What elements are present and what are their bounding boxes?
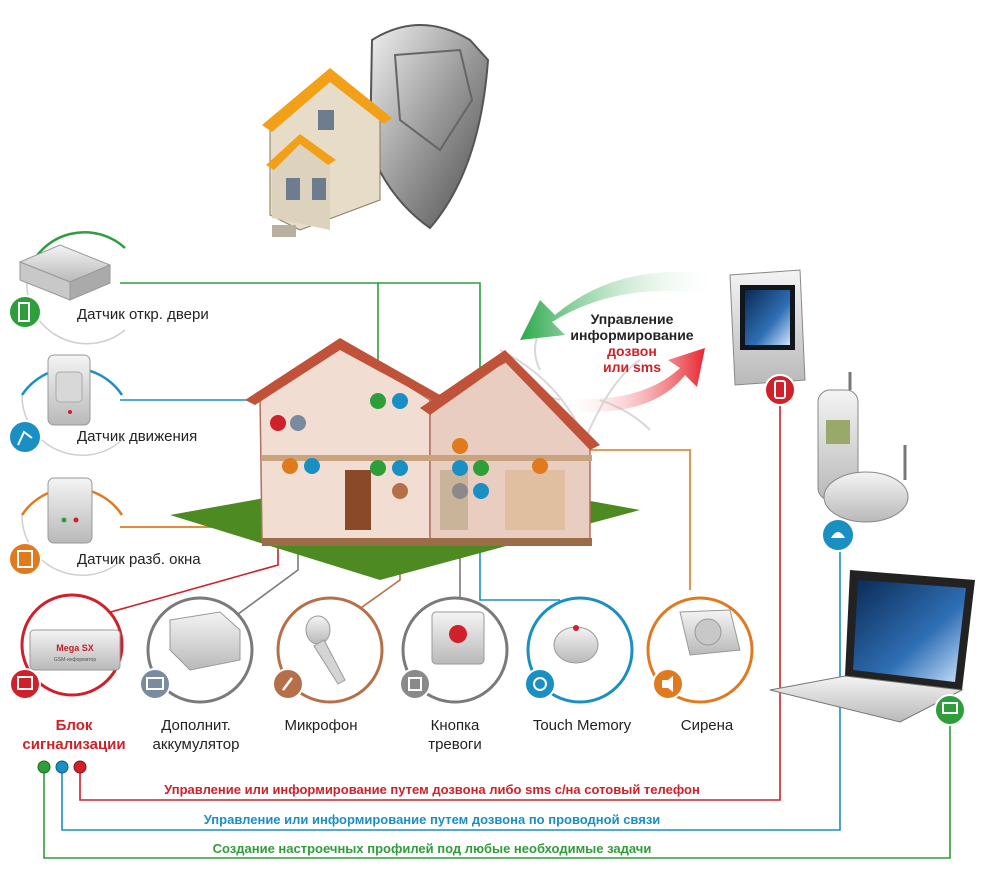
house-icon-touch xyxy=(473,483,489,499)
house-icons xyxy=(270,393,548,499)
line-profiles xyxy=(43,712,951,859)
management-arrows xyxy=(520,271,720,412)
door-sensor-label: Датчик откр. двери xyxy=(77,306,209,323)
battery-label: Дополнит. аккумулятор xyxy=(152,717,240,753)
unit-brand: Mega SX xyxy=(56,643,94,653)
house-icon-button xyxy=(452,483,468,499)
protected-house-illustration xyxy=(262,24,490,237)
unit-sub: GSM-информатор xyxy=(54,657,96,663)
house-icon-door-2 xyxy=(370,460,386,476)
motion-sensor-label: Датчик движения xyxy=(77,428,198,445)
alarm-button-device xyxy=(399,596,509,704)
microphone-device xyxy=(272,596,384,704)
laptop xyxy=(769,570,975,726)
window-sensor xyxy=(8,477,124,577)
house-icon-unit xyxy=(270,415,286,431)
motion-sensor xyxy=(8,354,124,457)
profiles-icon xyxy=(934,694,966,726)
control-unit-device: Mega SX GSM-информатор xyxy=(9,593,124,700)
siren-label: Сирена xyxy=(680,717,734,734)
alarm-button-label: Кнопка тревоги xyxy=(428,717,482,753)
touch-memory-device xyxy=(524,596,634,704)
profiles-link-label: Создание настроечных профилей под любые … xyxy=(212,841,652,856)
house-icon-siren xyxy=(452,438,468,454)
cordless-phone xyxy=(817,372,909,552)
house-icon-motion-3 xyxy=(392,460,408,476)
line-gsm xyxy=(79,392,781,801)
house-icon-motion-4 xyxy=(452,460,468,476)
touch-memory-icon xyxy=(524,668,556,700)
door-sensor-icon xyxy=(8,295,42,329)
house-icon-battery xyxy=(290,415,306,431)
battery-device xyxy=(139,596,254,704)
pda-phone xyxy=(729,269,806,406)
door-sensor xyxy=(8,231,126,345)
house-cutaway-illustration xyxy=(170,338,640,580)
battery-icon xyxy=(139,668,171,700)
house-icon-window-2 xyxy=(532,458,548,474)
house-icon-motion-1 xyxy=(392,393,408,409)
gsm-link-label: Управление или информирование путем дозв… xyxy=(164,782,700,797)
control-unit-icon xyxy=(9,668,41,700)
dot-red xyxy=(73,760,87,774)
motion-sensor-icon xyxy=(8,420,42,454)
management-label: Управление информирование дозвон или sms xyxy=(570,311,694,375)
siren-device xyxy=(646,596,754,704)
house-icon-mic xyxy=(392,483,408,499)
touch-memory-label: Touch Memory xyxy=(532,717,632,734)
link-dots xyxy=(37,760,87,774)
gsm-icon xyxy=(764,374,796,406)
house-icon-window-1 xyxy=(282,458,298,474)
dot-green xyxy=(37,760,51,774)
microphone-label: Микрофон xyxy=(284,717,358,734)
window-sensor-icon xyxy=(8,542,42,576)
alarm-button-icon xyxy=(399,668,431,700)
house-icon-door-3 xyxy=(473,460,489,476)
landline-link-label: Управление или информирование путем дозв… xyxy=(203,812,661,827)
control-unit-label: Блок сигнализации xyxy=(22,717,126,753)
dot-blue xyxy=(55,760,69,774)
house-icon-motion-2 xyxy=(304,458,320,474)
house-icon-door-1 xyxy=(370,393,386,409)
window-sensor-label: Датчик разб. окна xyxy=(77,551,201,568)
